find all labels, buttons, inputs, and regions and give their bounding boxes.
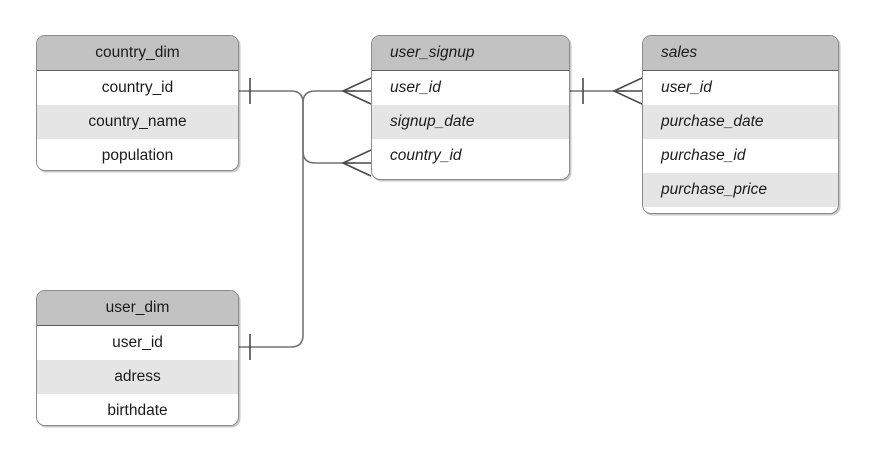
entity-country-dim[interactable]: country_dim country_id country_name popu…	[36, 35, 239, 171]
connector-user-dim-to-trunk	[239, 103, 304, 348]
attribute-country-dim-country-name[interactable]: country_name	[37, 105, 238, 139]
connector-country-dim-to-user-signup	[239, 90, 355, 164]
entity-title-sales: sales	[643, 36, 838, 71]
cardinality-many-sales-user-id	[612, 77, 643, 105]
connector-trunk-branch-to-user-id	[302, 90, 355, 104]
attribute-user-dim-adress[interactable]: adress	[37, 360, 238, 394]
cardinality-many-user-signup-user-id	[341, 77, 372, 105]
entity-title-country-dim: country_dim	[37, 36, 238, 71]
attribute-country-dim-population[interactable]: population	[37, 139, 238, 170]
attribute-sales-user-id[interactable]: user_id	[643, 71, 838, 105]
attribute-sales-purchase-id[interactable]: purchase_id	[643, 139, 838, 173]
attribute-country-dim-country-id[interactable]: country_id	[37, 71, 238, 105]
attribute-sales-purchase-date[interactable]: purchase_date	[643, 105, 838, 139]
attribute-user-signup-signup-date[interactable]: signup_date	[372, 105, 569, 139]
attribute-user-signup-user-id[interactable]: user_id	[372, 71, 569, 105]
attribute-sales-purchase-price[interactable]: purchase_price	[643, 173, 838, 207]
cardinality-many-user-signup-country-id	[341, 149, 372, 177]
attribute-user-signup-country-id[interactable]: country_id	[372, 139, 569, 173]
entity-user-signup[interactable]: user_signup user_id signup_date country_…	[371, 35, 570, 180]
attribute-user-dim-birthdate[interactable]: birthdate	[37, 394, 238, 425]
attribute-user-dim-user-id[interactable]: user_id	[37, 326, 238, 360]
entity-title-user-dim: user_dim	[37, 291, 238, 326]
entity-sales[interactable]: sales user_id purchase_date purchase_id …	[642, 35, 839, 214]
entity-user-dim[interactable]: user_dim user_id adress birthdate	[36, 290, 239, 426]
entity-title-user-signup: user_signup	[372, 36, 569, 71]
